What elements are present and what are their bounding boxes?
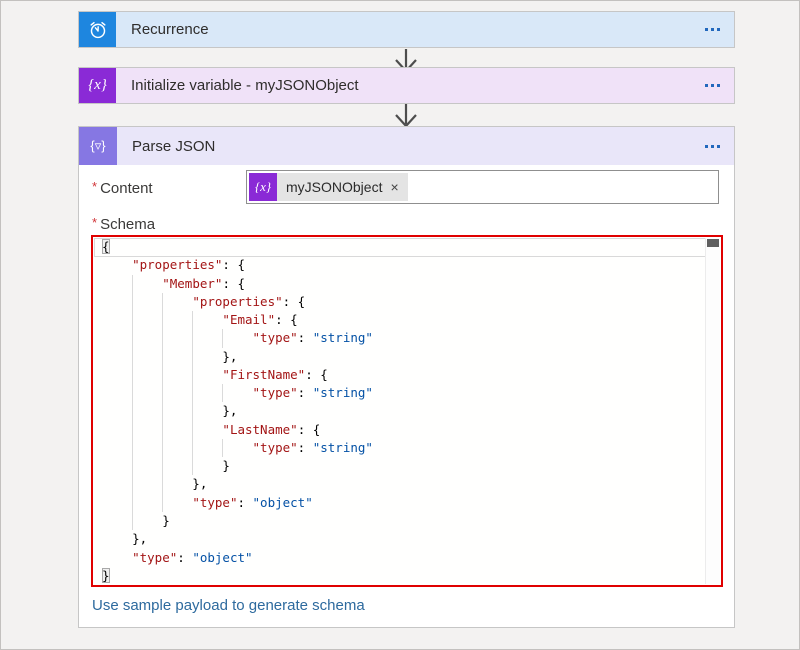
braces-x-icon: {x} bbox=[79, 68, 116, 103]
code-line: "properties": { bbox=[132, 257, 245, 273]
code-line: "type": "object" bbox=[93, 493, 705, 512]
editor-scrollbar[interactable] bbox=[705, 238, 720, 584]
more-options-button[interactable] bbox=[690, 68, 734, 103]
code-line: "FirstName": { bbox=[93, 365, 705, 385]
use-sample-payload-link[interactable]: Use sample payload to generate schema bbox=[92, 597, 365, 614]
code-line: }, bbox=[93, 475, 705, 494]
more-options-button[interactable] bbox=[690, 12, 734, 47]
code-line: "Email": { bbox=[93, 311, 705, 330]
code-line: "Member": { bbox=[93, 274, 705, 293]
code-line: }, bbox=[93, 402, 705, 421]
schema-code-editor[interactable]: { "properties": { "Member": { "propertie… bbox=[91, 235, 723, 587]
code-line: "type": "string" bbox=[93, 329, 705, 348]
step-title: Recurrence bbox=[131, 21, 209, 38]
code-line: "LastName": { bbox=[93, 420, 705, 439]
step-card-parse-json: {▿} Parse JSON *Content {x} myJSONObject… bbox=[78, 126, 735, 628]
braces-triangle-icon: {▿} bbox=[79, 127, 117, 165]
code-line: "type": "string" bbox=[93, 384, 705, 403]
required-marker: * bbox=[92, 179, 98, 194]
code-line: "type": "string" bbox=[93, 438, 705, 458]
more-options-button[interactable] bbox=[690, 127, 734, 165]
step-title: Parse JSON bbox=[132, 137, 216, 155]
code-line: }, bbox=[102, 531, 148, 547]
content-input[interactable]: {x} myJSONObject × bbox=[246, 170, 719, 204]
step-title: Initialize variable - myJSONObject bbox=[131, 77, 359, 94]
code-line: "type": "object" bbox=[132, 549, 253, 565]
dynamic-content-token[interactable]: {x} myJSONObject × bbox=[249, 173, 408, 201]
code-line: { bbox=[93, 238, 720, 257]
code-line: } bbox=[93, 457, 705, 476]
alarm-clock-icon bbox=[79, 12, 116, 47]
code-line: } bbox=[102, 567, 110, 583]
required-marker: * bbox=[92, 215, 98, 230]
step-card-initialize-variable[interactable]: {x} Initialize variable - myJSONObject bbox=[78, 67, 735, 104]
content-field-label: *Content bbox=[92, 179, 153, 197]
parse-json-header[interactable]: {▿} Parse JSON bbox=[79, 127, 734, 165]
scrollbar-thumb[interactable] bbox=[707, 239, 719, 247]
code-line: "properties": { bbox=[93, 292, 705, 312]
step-card-recurrence[interactable]: Recurrence bbox=[78, 11, 735, 48]
braces-x-icon: {x} bbox=[249, 173, 277, 201]
code-line: }, bbox=[93, 347, 705, 366]
code-line: } bbox=[93, 511, 705, 531]
schema-code: { "properties": { "Member": { "propertie… bbox=[93, 238, 720, 585]
schema-field-label: *Schema bbox=[92, 215, 156, 233]
token-remove-icon[interactable]: × bbox=[390, 179, 399, 195]
token-label: myJSONObject bbox=[286, 179, 383, 195]
